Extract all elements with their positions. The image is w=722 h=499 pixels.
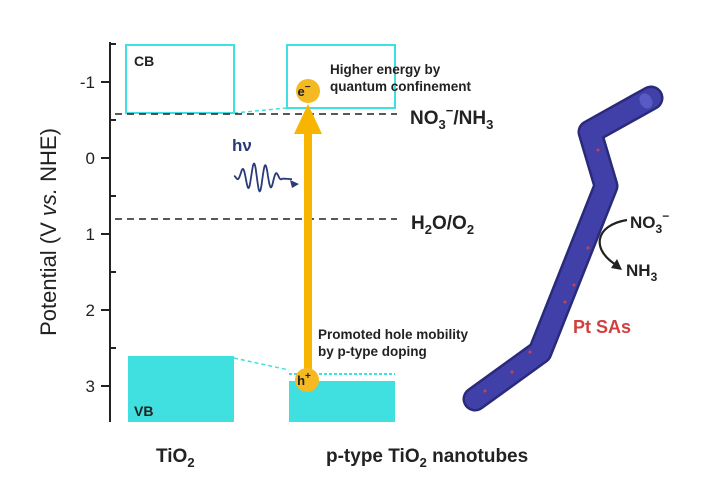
electron-label: e− xyxy=(297,82,310,99)
reactant-label: NO3− xyxy=(630,209,669,236)
y-axis-ticks xyxy=(101,43,116,387)
tio2-valence-band xyxy=(128,356,234,422)
cb-shift-connector xyxy=(233,107,288,114)
excitation-arrow-head xyxy=(294,104,322,134)
nanotube-end-cap xyxy=(639,93,653,109)
nanotube-shadow xyxy=(462,85,664,412)
pt-sas-label: Pt SAs xyxy=(573,317,631,337)
photon-wave-icon xyxy=(233,162,292,193)
reaction-arrow-curve xyxy=(598,218,628,267)
y-axis-tick-labels: -1 0 1 2 3 xyxy=(80,73,95,396)
vb-shift-connector xyxy=(233,357,290,371)
tio2-name-label: TiO2 xyxy=(156,446,195,470)
tick-label: 3 xyxy=(86,377,95,396)
tick-label: 0 xyxy=(86,149,95,168)
electron-marker xyxy=(296,79,320,103)
hole-note-line2: by p-type doping xyxy=(318,344,427,359)
photon-arrow-head xyxy=(290,180,299,188)
hole-marker xyxy=(295,368,319,392)
tick-label: 2 xyxy=(86,301,95,320)
product-label: NH3 xyxy=(626,261,658,284)
nitrate-level-label: NO3−/NH3 xyxy=(410,103,493,132)
photon-label: hν xyxy=(232,136,252,155)
quantum-note-line2: quantum confinement xyxy=(330,79,472,94)
pt-single-atoms xyxy=(483,148,600,393)
quantum-note-line1: Higher energy by xyxy=(330,62,441,77)
nanotube-conduction-band xyxy=(286,44,396,109)
y-axis-title: Potential (V vs. NHE) xyxy=(36,128,61,336)
water-level-label: H2O/O2 xyxy=(411,213,474,237)
tio2-conduction-band xyxy=(125,44,235,114)
hole-note-line1: Promoted hole mobility xyxy=(318,327,469,342)
tick-label: -1 xyxy=(80,73,95,92)
nanotube-body xyxy=(465,88,661,409)
vb-label: VB xyxy=(134,403,153,419)
hole-label: h+ xyxy=(297,371,311,388)
cb-label: CB xyxy=(134,53,154,69)
tick-label: 1 xyxy=(86,225,95,244)
nanotube-name-label: p-type TiO2 nanotubes xyxy=(326,446,528,470)
reaction-arrow-head xyxy=(611,259,622,270)
